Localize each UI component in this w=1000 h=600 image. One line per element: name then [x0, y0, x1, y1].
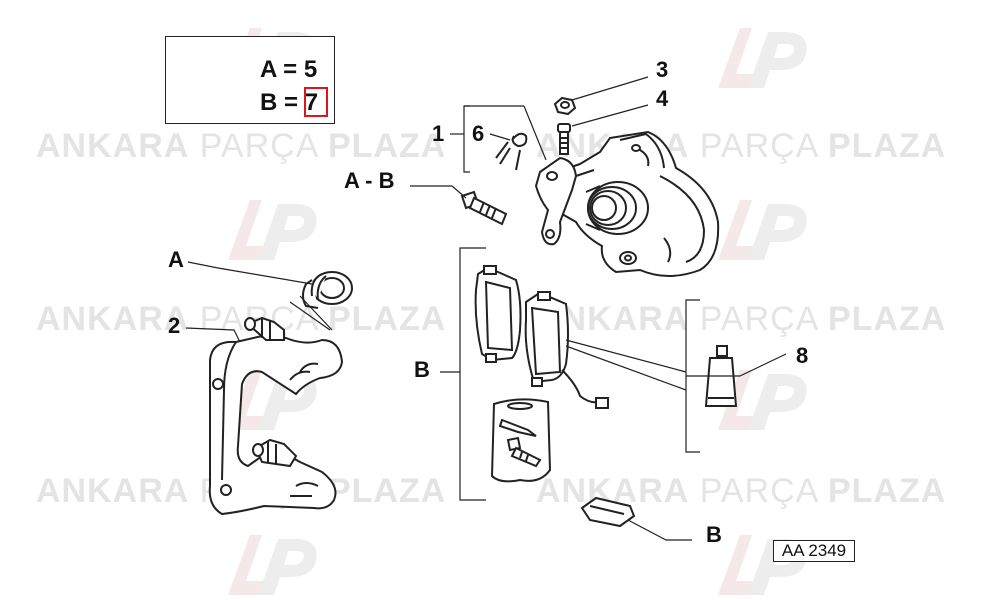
caliper-carrier-bracket-2 [208, 316, 344, 516]
watermark-word-plaza: PLAZA [827, 472, 947, 510]
anti-rattle-clip-b [580, 496, 636, 528]
spring-6 [495, 132, 528, 171]
callout-2: 2 [168, 313, 181, 338]
legend-b-label: B [260, 89, 278, 116]
grease-tube-8 [704, 345, 738, 407]
legend-line-b: B = 7 [260, 89, 318, 117]
watermark-word-parca: PARÇA [699, 127, 818, 165]
callout-6: 6 [472, 121, 485, 146]
legend-line-a: A = 5 [260, 56, 317, 84]
legend-b-equals: = [284, 89, 299, 116]
watermark-row-1: ANKARA PARÇA PLAZA [36, 127, 446, 166]
diagram-reference-code: AA 2349 [773, 540, 855, 562]
callout-3: 3 [656, 57, 669, 82]
clip-kit-bag [490, 398, 552, 483]
brake-caliper-housing [534, 130, 720, 277]
watermark-word-plaza: PLAZA [327, 300, 447, 338]
callout-1: 1 [432, 121, 445, 146]
bleed-screw-4 [557, 123, 571, 155]
callout-8: 8 [796, 343, 809, 368]
watermark-word-ankara: ANKARA [36, 127, 190, 165]
callout-a-b: A - B [344, 168, 395, 193]
watermark-word-plaza: PLAZA [827, 300, 947, 338]
watermark-word-plaza: PLAZA [327, 472, 447, 510]
guide-bolt-a-b [460, 190, 508, 226]
legend-a-value: 5 [303, 56, 318, 83]
legend-a-equals: = [283, 56, 298, 83]
watermark-word-plaza: PLAZA [827, 127, 947, 165]
watermark-word-ankara: ANKARA [36, 472, 190, 510]
callout-b-pads: B [414, 357, 430, 382]
brake-pad-right [524, 291, 609, 409]
watermark-word-parca: PARÇA [699, 300, 818, 338]
watermark-word-parca: PARÇA [699, 472, 818, 510]
guide-sleeve-a [302, 271, 353, 309]
nut-3 [553, 96, 577, 116]
callout-b-clip: B [706, 522, 722, 547]
brake-pad-left [474, 265, 522, 363]
callout-a: A [168, 247, 184, 272]
leader-lines [185, 76, 787, 541]
watermark-word-parca: PARÇA [199, 127, 318, 165]
watermark-word-plaza: PLAZA [327, 127, 447, 165]
legend-b-value-highlight [304, 87, 328, 117]
quantity-legend [165, 36, 335, 124]
watermark-word-ankara: ANKARA [36, 300, 190, 338]
callout-4: 4 [656, 86, 669, 111]
legend-b-value: 7 [304, 89, 319, 116]
legend-a-label: A [260, 56, 277, 83]
